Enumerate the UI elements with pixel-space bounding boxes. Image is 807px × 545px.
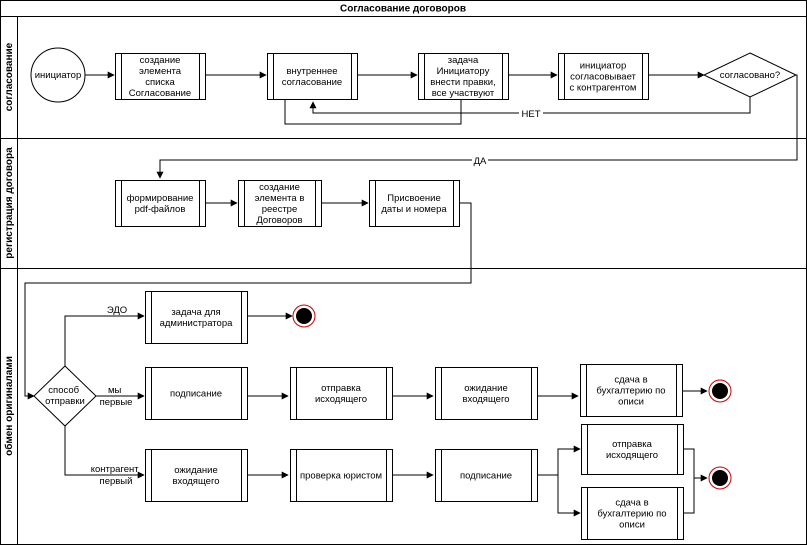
edge-sign2-accounting2 <box>557 475 581 517</box>
end-event-accounting-2 <box>708 466 732 490</box>
edge-label-we-first: мы первые <box>100 385 133 408</box>
process-box <box>369 180 460 227</box>
process-signing-1-label: подписание <box>170 389 222 400</box>
decision-send-method[interactable]: способ отправки <box>33 365 97 427</box>
edge-sign2-send2 <box>537 445 581 476</box>
decision-send-method-label: способ отправки <box>45 385 85 407</box>
edge-labels: НЕТ ДА ЭДО мы первые контрагент первый <box>91 107 543 487</box>
edge-edo <box>64 312 145 366</box>
edge-accounting2-end <box>683 478 695 514</box>
edge-label-no: НЕТ <box>522 109 541 120</box>
edge-send2-end <box>683 448 708 482</box>
edge-task-loop <box>284 100 462 125</box>
lane-title-registration: регистрация договора <box>4 147 15 259</box>
process-lawyer-check-label: проверка юристом <box>300 471 382 482</box>
process-signing-2-label: подписание <box>460 471 512 482</box>
edge-assign-method <box>24 202 472 400</box>
process-box <box>558 53 649 100</box>
process-box <box>145 367 248 420</box>
process-box <box>581 487 684 540</box>
process-box <box>115 53 206 100</box>
edge-label-edo: ЭДО <box>107 305 127 316</box>
process-box <box>418 53 509 100</box>
end-event-accounting-1 <box>708 379 732 403</box>
process-signing-1[interactable]: подписание <box>145 367 248 420</box>
process-box <box>580 364 683 417</box>
edge-label-counterparty-first: контрагент первый <box>91 464 142 487</box>
initiator-label: инициатор <box>35 70 82 81</box>
process-box <box>290 449 393 502</box>
decision-agreed[interactable]: согласовано? <box>702 52 798 98</box>
lane-title-originals: обмен оригиналами <box>3 356 15 456</box>
process-signing-2[interactable]: подписание <box>435 449 538 502</box>
diagram-title: Согласование договоров <box>340 4 466 15</box>
start-event-initiator[interactable]: инициатор <box>30 47 86 103</box>
edge-label-yes: ДА <box>474 156 487 167</box>
process-box <box>145 291 248 344</box>
process-box <box>238 180 322 227</box>
lanes: согласование регистрация договора обмен … <box>0 16 807 545</box>
process-box <box>267 53 358 100</box>
edge-counterparty-first <box>64 426 145 479</box>
process-lawyer-check[interactable]: проверка юристом <box>290 449 393 502</box>
process-box <box>145 449 248 502</box>
process-box <box>435 367 538 420</box>
process-box <box>290 367 393 420</box>
decision-agreed-label: согласовано? <box>720 70 780 81</box>
lane-title-soglasovanie: согласование <box>4 42 15 111</box>
process-box <box>115 180 206 227</box>
process-box <box>581 424 684 475</box>
end-event-admin <box>292 304 316 328</box>
process-box <box>435 449 538 502</box>
